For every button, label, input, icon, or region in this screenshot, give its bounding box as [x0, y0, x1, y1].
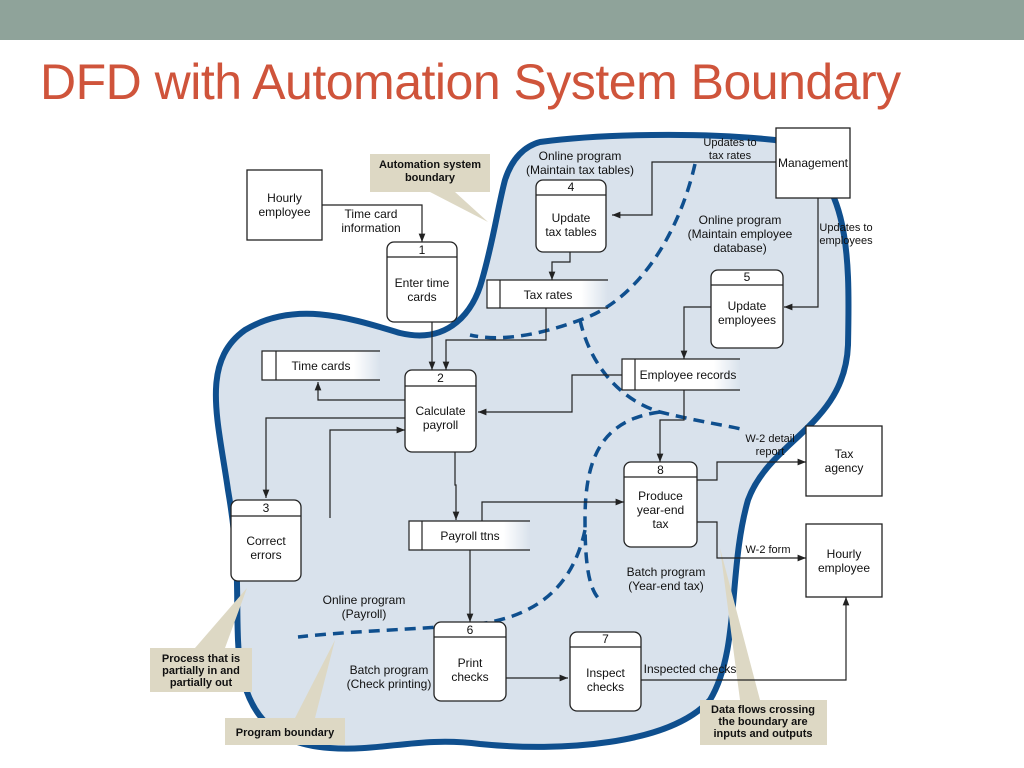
entity-label: employee: [258, 205, 310, 219]
process-label: payroll: [423, 418, 458, 432]
process-label: Inspect: [586, 666, 625, 680]
store-payroll-ttns: Payroll ttns: [408, 520, 530, 551]
entity-label: Hourly: [827, 547, 862, 561]
program-label-payroll: Online program(Payroll): [323, 593, 406, 621]
program-label-year-end-tax: Batch program(Year-end tax): [627, 565, 706, 593]
entity-management: Management: [775, 127, 851, 199]
callout-line: Automation system: [379, 159, 481, 171]
callout-line: partially in and: [162, 665, 240, 677]
top-bar: [0, 0, 1024, 40]
entity-label: Hourly: [267, 191, 302, 205]
slide-title: DFD with Automation System Boundary: [40, 54, 901, 110]
flow-label-inspected-checks: Inspected checks: [644, 662, 737, 676]
callout-line: the boundary are: [718, 716, 807, 728]
process-number: 5: [744, 270, 751, 284]
process-number: 4: [568, 180, 575, 194]
store-label: Time cards: [292, 359, 351, 373]
process-label: Update: [552, 211, 591, 225]
process-label: errors: [250, 548, 281, 562]
process-label: tax tables: [545, 225, 596, 239]
process-number: 6: [467, 623, 474, 637]
program-label-check-printing: Batch program(Check printing): [347, 663, 432, 691]
flow-label-w2-form: W-2 form: [745, 544, 790, 556]
process-label: checks: [451, 670, 488, 684]
process-label: Correct: [246, 534, 286, 548]
callout-line: Process that is: [162, 653, 240, 665]
callout-line: Program boundary: [236, 727, 335, 739]
callout-line: inputs and outputs: [714, 728, 813, 740]
process-number: 8: [657, 463, 664, 477]
process-label: Produce: [638, 489, 683, 503]
callout-line: boundary: [405, 172, 456, 184]
entity-label: employee: [818, 561, 870, 575]
automation-boundary: [212, 131, 852, 752]
process-label: Enter time: [395, 276, 450, 290]
store-label: Tax rates: [524, 288, 573, 302]
store-employee-records: Employee records: [621, 358, 740, 391]
process-number: 2: [437, 371, 444, 385]
data-flows: [262, 161, 850, 682]
store-label: Employee records: [640, 368, 737, 382]
process-number: 3: [263, 501, 270, 515]
callout-line: Data flows crossing: [711, 704, 815, 716]
callout-program-boundary: Program boundary: [225, 640, 345, 745]
process-number: 1: [419, 243, 426, 257]
process-number: 7: [602, 632, 609, 646]
process-label: cards: [407, 290, 436, 304]
callout-line: partially out: [170, 677, 233, 689]
program-boundaries: [297, 163, 746, 639]
process-label: checks: [587, 680, 624, 694]
entity-label: Management: [778, 156, 849, 170]
entity-label: Tax: [835, 447, 854, 461]
process-label: year-end: [637, 503, 684, 517]
process-label: Print: [458, 656, 483, 670]
process-label: Update: [728, 299, 767, 313]
process-label: employees: [718, 313, 776, 327]
store-label: Payroll ttns: [440, 529, 499, 543]
process-label: tax: [652, 517, 668, 531]
process-label: Calculate: [415, 404, 465, 418]
store-tax-rates: Tax rates: [486, 279, 608, 309]
store-time-cards: Time cards: [261, 350, 380, 381]
entity-label: agency: [825, 461, 864, 475]
program-label-tax-tables: Online program(Maintain tax tables): [526, 149, 634, 177]
